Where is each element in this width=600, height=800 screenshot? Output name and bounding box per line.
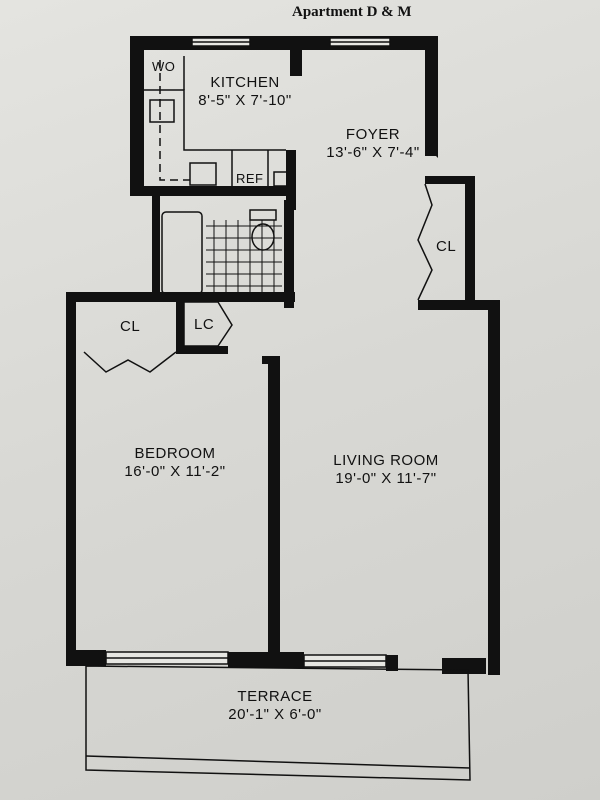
bedroom-closet-label: CL bbox=[120, 318, 141, 335]
foyer-name: FOYER bbox=[345, 126, 401, 143]
living-room-label: LIVING ROOM 19'-0" X 11'-7" bbox=[316, 452, 456, 488]
living-dims: 19'-0" X 11'-7" bbox=[335, 470, 437, 487]
terrace-dims: 20'-1" X 6'-0" bbox=[228, 706, 322, 723]
wo-label: WO bbox=[152, 59, 176, 74]
foyer-dims: 13'-6" X 7'-4" bbox=[326, 144, 420, 161]
foyer-label: FOYER 13'-6" X 7'-4" bbox=[318, 126, 428, 162]
entrance-arrow-icon bbox=[428, 138, 438, 158]
ref-label: REF bbox=[236, 171, 264, 186]
foyer-closet-label: CL bbox=[436, 238, 457, 255]
bedroom-label: BEDROOM 16'-0" X 11'-2" bbox=[110, 445, 240, 481]
plan-title: Apartment D & M bbox=[292, 4, 412, 20]
kitchen-name: KITCHEN bbox=[210, 74, 280, 91]
kitchen-left-wall bbox=[130, 36, 144, 192]
linen-closet-label: LC bbox=[194, 316, 215, 333]
bedroom-name: BEDROOM bbox=[134, 445, 216, 462]
kitchen-dims: 8'-5" X 7'-10" bbox=[198, 92, 292, 109]
living-name: LIVING ROOM bbox=[333, 452, 439, 469]
terrace-label: TERRACE 20'-1" X 6'-0" bbox=[210, 688, 340, 724]
top-wall bbox=[130, 36, 438, 50]
bedroom-dims: 16'-0" X 11'-2" bbox=[124, 463, 226, 480]
kitchen-label: KITCHEN 8'-5" X 7'-10" bbox=[190, 74, 300, 110]
terrace-name: TERRACE bbox=[237, 688, 313, 705]
